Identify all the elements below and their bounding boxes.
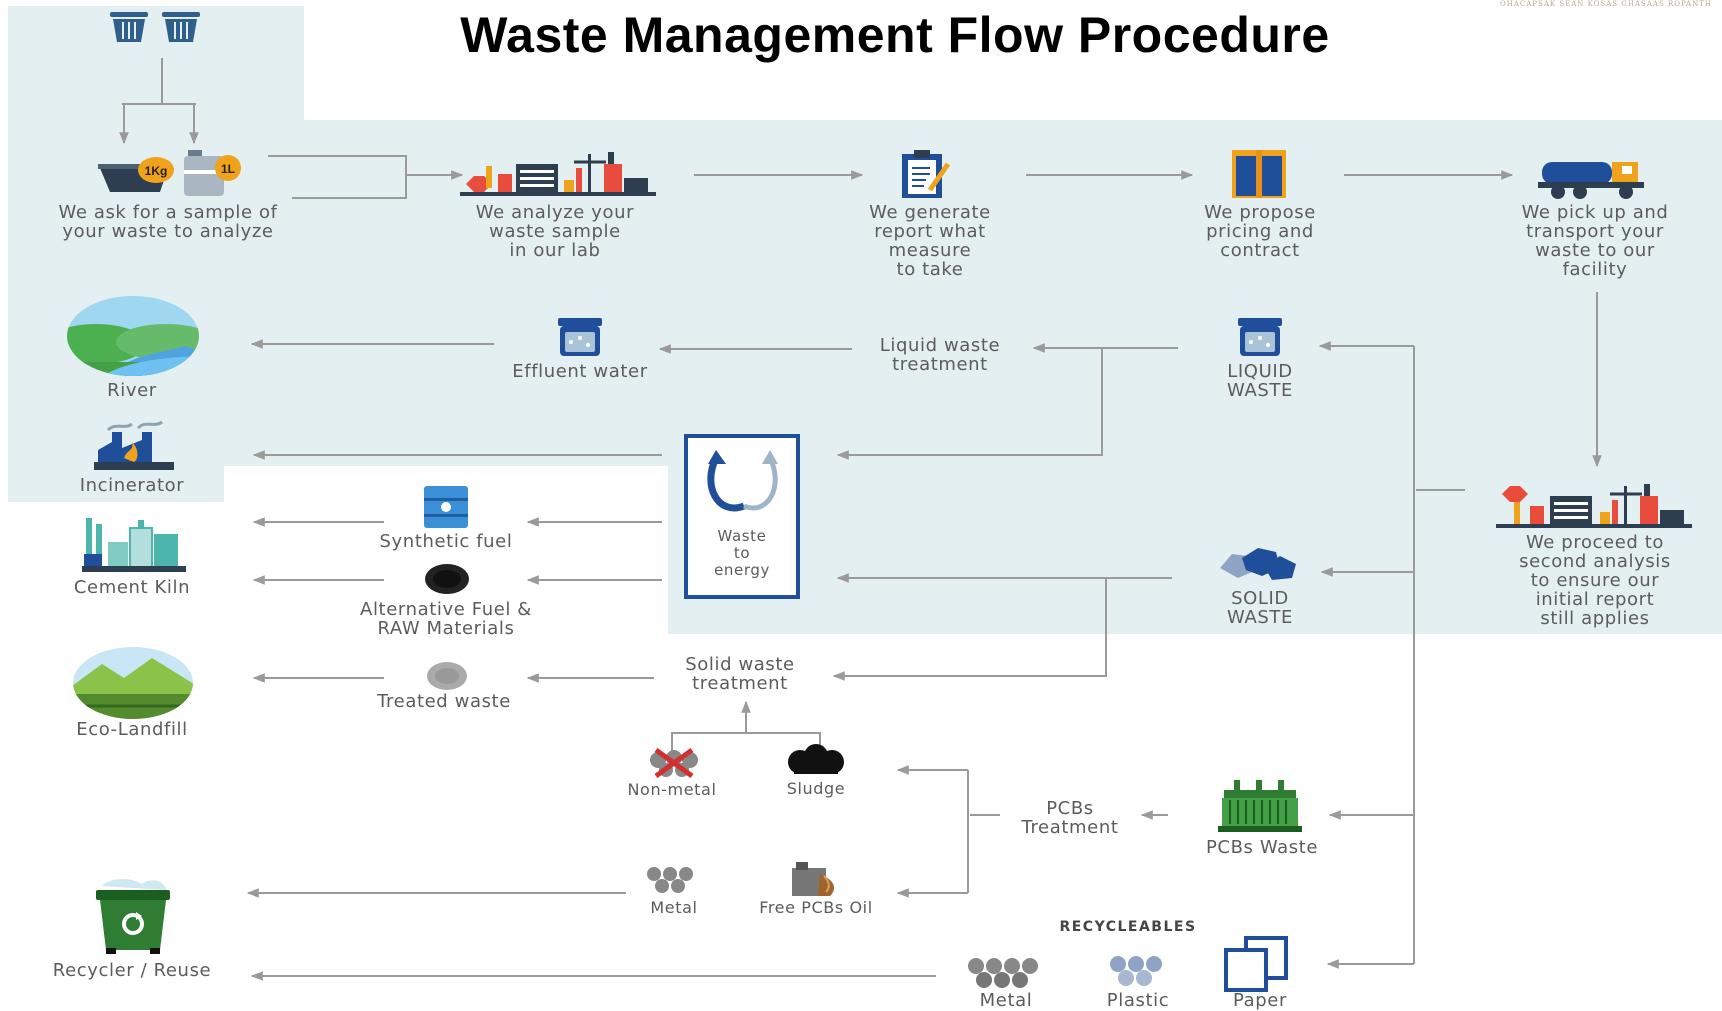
- label-metal: Metal: [979, 990, 1033, 1011]
- blob-icon: [425, 564, 469, 594]
- label-alt-fuel: Alternative Fuel & RAW Materials: [360, 599, 532, 639]
- label-pcbs-waste: PCBs Waste: [1205, 837, 1319, 858]
- badge-l: 1L: [221, 162, 235, 176]
- panel-center: [668, 466, 1722, 634]
- factory-icon: [82, 518, 186, 572]
- label-recycler: Recycler / Reuse: [52, 960, 212, 981]
- contract-icon: [1232, 150, 1286, 198]
- label-sludge: Sludge: [786, 779, 846, 798]
- panel-left-ext: [8, 466, 224, 502]
- badge-kg: 1Kg: [145, 164, 168, 178]
- trash-bin-icon: [110, 12, 200, 42]
- step-second: We proceed to second analysis to ensure …: [1519, 532, 1671, 629]
- label-plastic: Plastic: [1106, 990, 1170, 1011]
- bottle-icon: 1L: [184, 150, 241, 196]
- label-waste-to-energy: Waste to energy: [714, 527, 770, 579]
- lab-icon: [1496, 484, 1692, 528]
- label-liquid-waste: LIQUID WASTE: [1227, 361, 1293, 401]
- step-report: We generate report what measure to take: [869, 202, 991, 280]
- blob-icon: [427, 662, 467, 690]
- panel-top-left: [8, 6, 304, 122]
- label-synthetic-fuel: Synthetic fuel: [379, 531, 513, 552]
- paper-icon: [1224, 936, 1288, 992]
- step-pricing: We propose pricing and contract: [1204, 202, 1316, 261]
- label-river: River: [107, 380, 157, 401]
- rocks-icon: [1220, 548, 1296, 580]
- clipboard-icon: [902, 150, 951, 198]
- label-cement-kiln: Cement Kiln: [73, 577, 191, 598]
- label-treated-waste: Treated waste: [377, 691, 511, 712]
- label-liquid-treatment: Liquid waste treatment: [879, 335, 1001, 375]
- plastic-icon: [1110, 956, 1162, 986]
- waste-to-energy-box: Waste to energy: [684, 434, 800, 599]
- label-solid-waste: SOLID WASTE: [1227, 588, 1293, 628]
- metal-icon: [968, 958, 1038, 988]
- blob-icon: [788, 744, 844, 774]
- incinerator-icon: [94, 420, 174, 470]
- label-free-pcbs-oil: Free PCBs Oil: [759, 898, 873, 917]
- metal-icon: [647, 867, 693, 893]
- label-recyclables: RECYCLEABLES: [1059, 919, 1197, 935]
- barrel-icon: [424, 486, 468, 528]
- truck-icon: [1538, 162, 1644, 199]
- jar-icon: [558, 318, 602, 356]
- step-analyze: We analyze your waste sample in our lab: [475, 202, 635, 261]
- oil-can-icon: [792, 862, 835, 896]
- panel-top: [8, 120, 1722, 466]
- river-icon: [67, 296, 199, 376]
- label-paper: Paper: [1233, 990, 1287, 1011]
- recycle-bin-icon: [96, 879, 170, 954]
- lab-icon: [460, 152, 656, 196]
- top-right-caption: OHACAPSAK SEAN KOSAS GHASAAS ROPANTH: [1500, 0, 1712, 8]
- cross-icon: [650, 747, 698, 778]
- label-incinerator: Incinerator: [79, 475, 185, 496]
- energy-cycle-icon: [707, 450, 778, 512]
- step-pickup: We pick up and transport your waste to o…: [1521, 202, 1669, 280]
- landfill-icon: [73, 647, 193, 719]
- transformer-icon: [1218, 780, 1302, 832]
- label-eco-landfill: Eco-Landfill: [76, 719, 188, 740]
- bowl-icon: 1Kg: [98, 157, 174, 192]
- label-effluent: Effluent water: [512, 361, 648, 382]
- label-metal-mid: Metal: [650, 898, 698, 917]
- jar-icon: [1238, 318, 1282, 356]
- page-title: Waste Management Flow Procedure: [460, 7, 1330, 63]
- step-sample: We ask for a sample of your waste to ana…: [58, 202, 278, 242]
- label-non-metal: Non-metal: [627, 780, 717, 799]
- label-solid-treatment: Solid waste treatment: [685, 654, 795, 694]
- label-pcbs-treatment: PCBs Treatment: [1021, 798, 1119, 838]
